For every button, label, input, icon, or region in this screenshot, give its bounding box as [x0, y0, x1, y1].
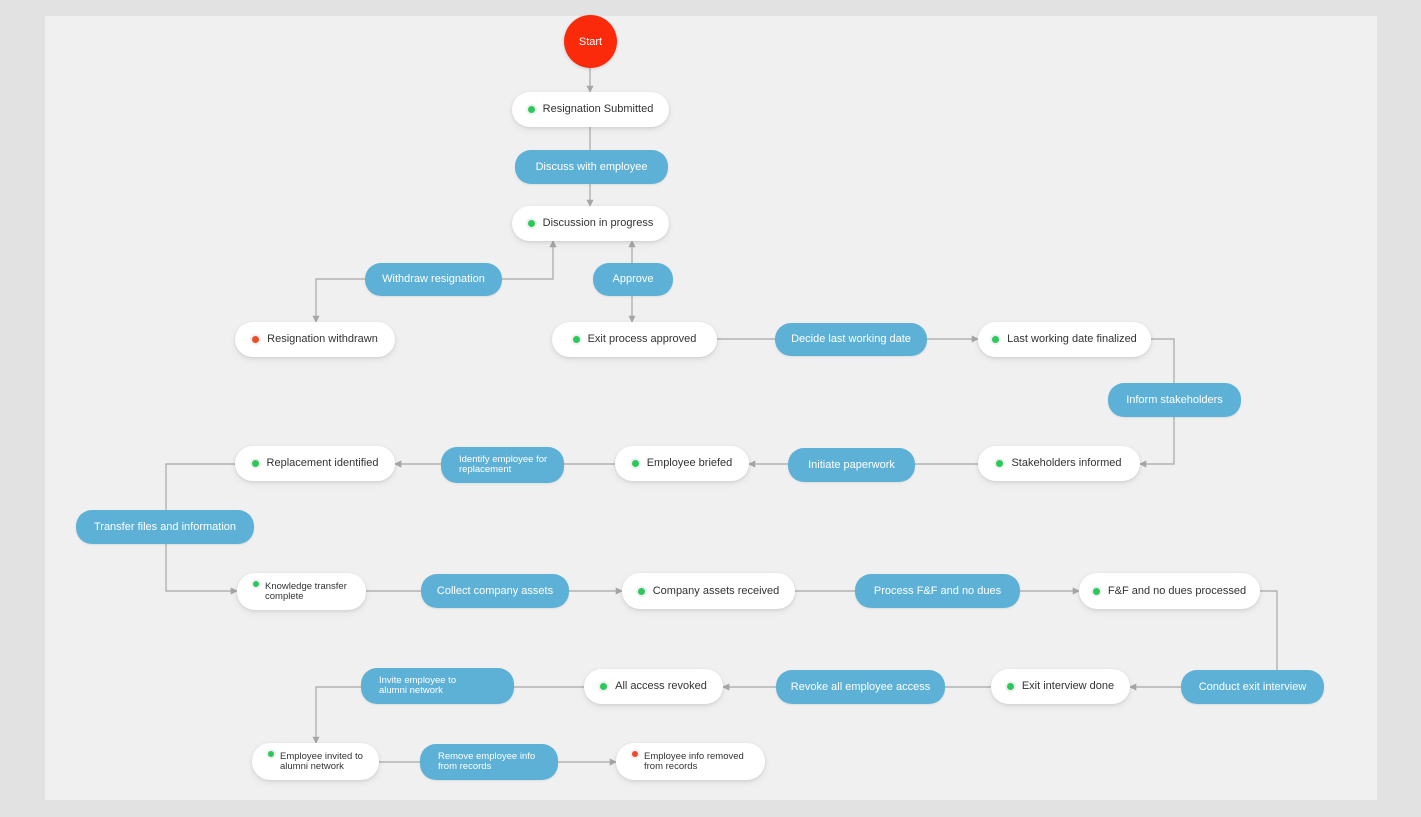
status-dot-icon	[632, 751, 638, 757]
edge-invite-to-invited	[312, 686, 361, 744]
state-label: Employee invited to alumni network	[280, 750, 363, 772]
action-label: Collect company assets	[436, 584, 554, 597]
action-withdraw-resignation[interactable]: Withdraw resignation	[365, 263, 502, 296]
action-conduct-exit-interview[interactable]: Conduct exit interview	[1181, 670, 1324, 704]
status-dot-icon	[992, 336, 1000, 343]
edge-finalized-to-inform	[1151, 338, 1175, 383]
action-label: Discuss with employee	[535, 160, 648, 173]
action-label: Inform stakeholders	[1126, 393, 1223, 406]
action-transfer-files[interactable]: Transfer files and information	[76, 510, 254, 544]
start-node[interactable]: Start	[564, 15, 617, 68]
state-resignation-submitted[interactable]: Resignation Submitted	[512, 92, 669, 127]
state-employee-info-removed[interactable]: Employee info removed from records	[616, 743, 765, 780]
state-exit-interview-done[interactable]: Exit interview done	[991, 669, 1130, 704]
action-label: Withdraw resignation	[382, 273, 485, 285]
state-label: F&F and no dues processed	[1107, 584, 1247, 597]
action-invite-alumni[interactable]: Invite employee to alumni network	[361, 668, 514, 704]
action-label: Invite employee to alumni network	[379, 675, 457, 696]
state-stakeholders-informed[interactable]: Stakeholders informed	[978, 446, 1140, 481]
action-revoke-access[interactable]: Revoke all employee access	[776, 670, 945, 704]
action-label: Transfer files and information	[93, 520, 237, 533]
state-employee-invited-alumni[interactable]: Employee invited to alumni network	[252, 743, 379, 780]
status-dot-icon	[251, 460, 259, 467]
state-label: Discussion in progress	[542, 217, 654, 229]
status-dot-icon	[572, 336, 580, 343]
action-label: Remove employee info from records	[438, 751, 536, 772]
state-knowledge-transfer-complete[interactable]: Knowledge transfer complete	[237, 573, 366, 610]
action-approve[interactable]: Approve	[593, 263, 673, 296]
action-process-ff[interactable]: Process F&F and no dues	[855, 574, 1020, 608]
edge-withdraw-to-withdrawn	[312, 278, 365, 323]
edge-transfer-to-knowledge	[165, 544, 238, 595]
status-dot-icon	[527, 106, 535, 113]
state-label: Resignation Submitted	[542, 103, 654, 115]
action-label: Process F&F and no dues	[873, 584, 1002, 597]
state-employee-briefed[interactable]: Employee briefed	[615, 446, 749, 481]
status-dot-icon	[527, 220, 535, 227]
workflow-canvas: Start Resignation Submitted Discussion i…	[45, 15, 1377, 800]
status-dot-icon	[1092, 587, 1100, 595]
state-label: Exit interview done	[1021, 680, 1115, 692]
action-identify-replacement[interactable]: Identify employee for replacement	[441, 447, 564, 483]
status-dot-icon	[252, 336, 260, 343]
action-label: Approve	[612, 273, 654, 285]
state-label: Exit process approved	[587, 333, 697, 345]
action-collect-company-assets[interactable]: Collect company assets	[421, 574, 569, 608]
state-ff-processed[interactable]: F&F and no dues processed	[1079, 573, 1260, 609]
state-label: Resignation withdrawn	[267, 333, 378, 345]
action-initiate-paperwork[interactable]: Initiate paperwork	[788, 448, 915, 482]
action-remove-info[interactable]: Remove employee info from records	[420, 744, 558, 780]
state-label: Stakeholders informed	[1011, 457, 1122, 469]
state-last-working-date-finalized[interactable]: Last working date finalized	[978, 322, 1151, 357]
edge-replacement-to-transfer	[165, 463, 235, 510]
state-label: Company assets received	[652, 584, 780, 597]
status-dot-icon	[996, 460, 1004, 467]
edge-withdraw-to-progress	[502, 240, 557, 280]
state-company-assets-received[interactable]: Company assets received	[622, 573, 795, 609]
action-inform-stakeholders[interactable]: Inform stakeholders	[1108, 383, 1241, 417]
state-label: Employee info removed from records	[644, 750, 744, 772]
start-node-label: Start	[578, 35, 603, 48]
status-dot-icon	[600, 683, 608, 690]
state-resignation-withdrawn[interactable]: Resignation withdrawn	[235, 322, 395, 357]
state-all-access-revoked[interactable]: All access revoked	[584, 669, 723, 704]
action-label: Identify employee for replacement	[459, 454, 548, 475]
status-dot-icon	[1006, 683, 1014, 690]
state-discussion-in-progress[interactable]: Discussion in progress	[512, 206, 669, 241]
state-label: Employee briefed	[646, 457, 733, 469]
state-label: Replacement identified	[266, 457, 379, 469]
status-dot-icon	[253, 581, 259, 587]
action-label: Decide last working date	[791, 333, 911, 345]
edge-inform-to-informed	[1139, 417, 1175, 468]
action-label: Initiate paperwork	[808, 458, 895, 471]
state-replacement-identified[interactable]: Replacement identified	[235, 446, 395, 481]
state-exit-process-approved[interactable]: Exit process approved	[552, 322, 717, 357]
action-discuss-with-employee[interactable]: Discuss with employee	[515, 150, 668, 184]
state-label: Last working date finalized	[1007, 333, 1137, 345]
state-label: All access revoked	[615, 680, 707, 692]
edge-ffprocessed-to-conduct	[1260, 590, 1278, 670]
action-label: Revoke all employee access	[790, 680, 931, 693]
state-label: Knowledge transfer complete	[265, 580, 347, 602]
action-label: Conduct exit interview	[1198, 680, 1307, 693]
status-dot-icon	[268, 751, 274, 757]
action-decide-last-working-date[interactable]: Decide last working date	[775, 323, 927, 356]
status-dot-icon	[637, 587, 645, 595]
status-dot-icon	[631, 460, 639, 467]
